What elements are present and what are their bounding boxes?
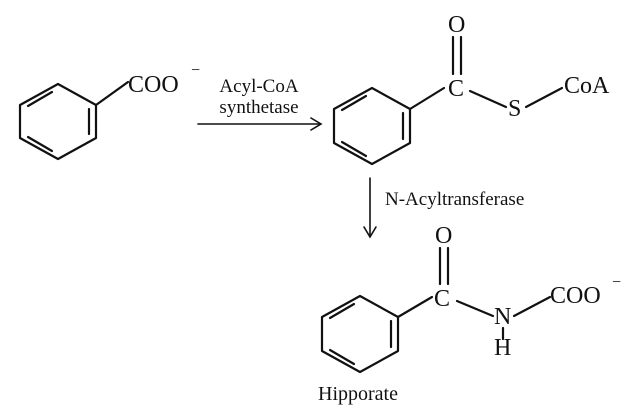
hippurate-name-label: Hipporate [318,383,398,405]
benzoate-charge: − [191,62,200,79]
enzyme-acyl-coa-synthetase-line1: Acyl-CoA [219,76,298,97]
hippurate-ring [320,294,400,374]
benzoyl-carbon-label: C [448,76,464,102]
benzoyl-coa-ring [332,86,412,166]
hippurate-carbonyl-oxygen-label: O [435,223,452,249]
carbon-to-sulfur-bond [468,89,508,109]
benzoyl-coa-molecule: C O S CoA [332,12,610,166]
benzoate-carboxylate-label: COO [128,72,179,98]
nitrogen-label: N [494,304,511,330]
nitrogen-to-carboxylate-bond [512,295,552,318]
benzoate-ring [18,82,98,161]
hippurate-ring-to-carbon-bond [396,295,434,319]
sulfur-to-coa-bond [524,86,564,109]
sulfur-label: S [508,96,521,122]
enzyme-n-acyltransferase: N-Acyltransferase [385,189,524,210]
coa-label: CoA [564,73,610,99]
hippurate-molecule: C O N H COO − Hipporate [318,223,621,405]
benzoate-molecule: COO − [18,62,200,161]
benzoate-ring-to-carboxylate-bond [94,80,130,107]
benzoyl-carbonyl-oxygen-label: O [448,12,465,38]
arrowhead-down [363,226,377,239]
hydrogen-label: H [494,335,511,361]
carbon-to-nitrogen-bond [455,299,495,318]
hippurate-carboxylate-label: COO [550,283,601,309]
hippurate-carbon-label: C [434,286,450,312]
enzyme-acyl-coa-synthetase-line2: synthetase [219,97,298,118]
reaction-step-1: Acyl-CoA synthetase [197,76,323,131]
benzoyl-ring-to-carbon-bond [408,86,446,111]
arrowhead-right [310,117,323,131]
hippurate-charge: − [612,274,621,291]
reaction-step-2: N-Acyltransferase [363,177,524,239]
